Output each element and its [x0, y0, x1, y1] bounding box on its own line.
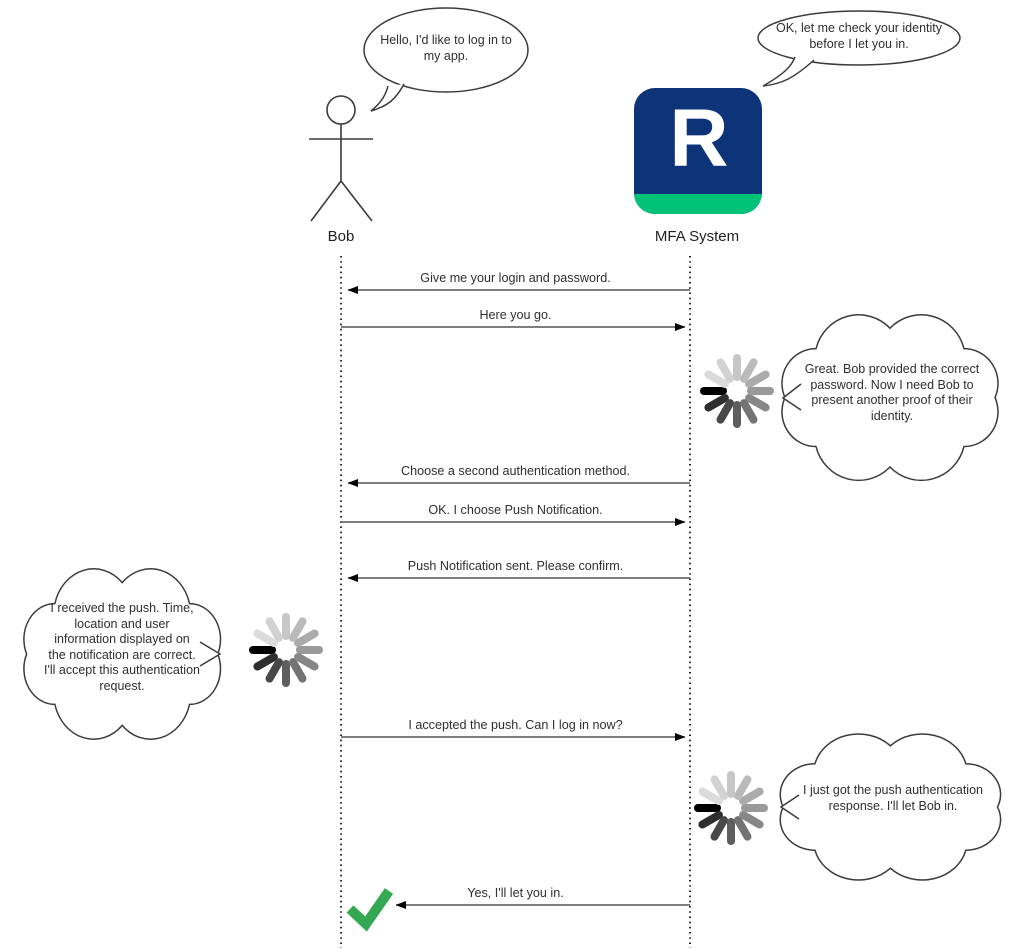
speech-tail — [762, 56, 815, 87]
thought-text-mfa-2: I just got the push authentication respo… — [803, 783, 983, 813]
mfa-logo — [634, 88, 762, 214]
actor-bob-figure — [309, 95, 373, 222]
speech-text-mfa: OK, let me check your identity before I … — [775, 21, 943, 51]
speech-bubble-mfa — [757, 10, 961, 87]
message-label-7: Yes, I'll let you in. — [467, 886, 564, 900]
thought-cloud-notch — [781, 383, 802, 411]
thought-cloud-notch — [779, 794, 800, 820]
mfa-logo-green-strip — [634, 194, 762, 214]
thought-text-mfa-1: Great. Bob provided the correct password… — [804, 362, 980, 423]
speech-tail — [370, 83, 405, 112]
actor-leg-right — [340, 180, 373, 222]
spinner-icon — [253, 617, 319, 683]
mfa-logo-letter: R — [669, 93, 728, 184]
speech-text-bob: Hello, I'd like to log in to my app. — [380, 33, 512, 63]
spinner-icon — [698, 775, 764, 841]
actor-label-mfa: MFA System — [654, 228, 740, 245]
mfa-logo-bg — [634, 88, 762, 214]
message-label-3: Choose a second authentication method. — [401, 464, 630, 478]
message-label-6: I accepted the push. Can I log in now? — [408, 718, 623, 732]
message-label-5: Push Notification sent. Please confirm. — [407, 559, 624, 573]
spinner-icon — [704, 358, 770, 424]
actor-label-bob: Bob — [327, 228, 355, 245]
message-label-1: Give me your login and password. — [420, 271, 611, 285]
speech-bubble-bob — [363, 7, 529, 112]
message-label-4: OK. I choose Push Notification. — [428, 503, 603, 517]
thought-cloud-notch — [199, 641, 222, 667]
actor-head — [326, 95, 356, 125]
thought-text-bob: I received the push. Time, location and … — [44, 601, 200, 693]
message-label-2: Here you go. — [479, 308, 552, 322]
checkmark-icon — [346, 888, 394, 932]
actor-leg-left — [310, 180, 342, 222]
